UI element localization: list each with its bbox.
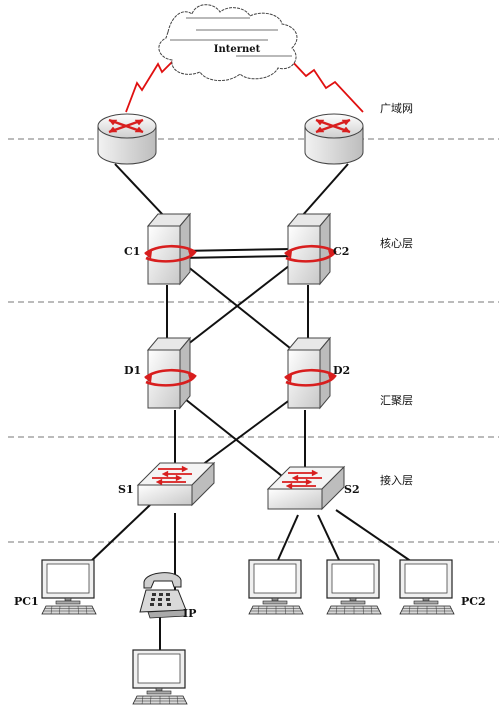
wan-link-left [125,55,179,113]
link-c1-c2 [179,248,293,252]
wan-link-right [288,57,364,113]
router-icon [303,112,365,166]
links [87,163,416,651]
link-c2-d1 [182,261,295,349]
computer-icon [248,559,304,615]
link-router-left-c1 [114,163,165,217]
computer-icon [132,649,188,705]
link-s1-pc1 [87,504,151,565]
ip-phone-icon [139,572,187,619]
layer-label-access: 接入层 [380,474,413,487]
link-c1-c2-second [179,255,293,259]
layer3-switch-icon [283,336,337,410]
label-d1: D1 [124,364,141,377]
label-s2: S2 [344,483,360,496]
layer-separators [8,138,499,543]
label-c1: C1 [124,245,140,258]
computer-icon [41,559,97,615]
link-s2-pc-b [317,514,341,563]
label-pc1: PC1 [14,595,39,608]
router-icon [96,112,158,166]
layer-label-distribution: 汇聚层 [380,394,413,407]
layer-label-core: 核心层 [380,236,413,250]
layer3-switch-icon [143,212,197,286]
link-s2-pc2 [335,509,416,565]
label-pc2: PC2 [461,595,486,608]
label-ip-phone: IP [183,607,196,620]
label-c2: C2 [333,245,349,258]
layer-label-wan: 广域网 [380,102,413,115]
label-d2: D2 [333,364,350,377]
label-s1: S1 [118,483,134,496]
link-d2-s1 [197,395,296,469]
link-router-right-c2 [301,163,349,217]
layer3-switch-icon [143,336,197,410]
link-c1-d2 [181,261,296,353]
computer-icon [326,559,382,615]
switch-icon [137,462,215,506]
layer3-switch-icon [283,212,337,286]
internet-label: Internet [214,44,261,55]
link-s2-pc-a [277,514,299,561]
computer-icon [399,559,455,615]
cloud-icon [158,4,298,81]
